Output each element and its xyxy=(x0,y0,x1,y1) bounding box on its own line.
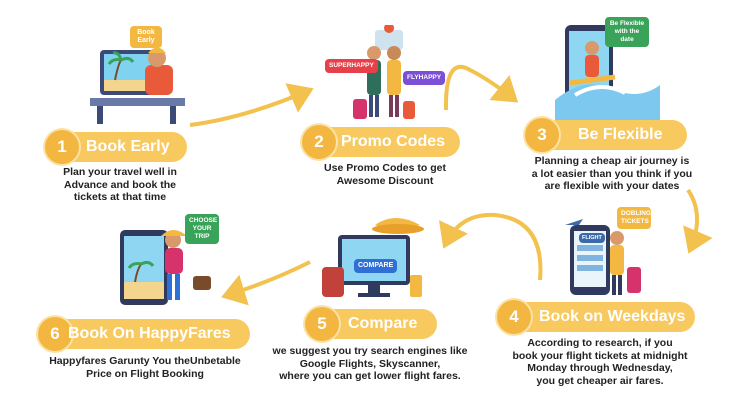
step-1-title: Book Early xyxy=(86,138,170,155)
step-5-title: Compare xyxy=(348,315,418,332)
arrow-5-to-6 xyxy=(221,260,311,306)
weekday-screen-label: FLIGHT xyxy=(579,233,605,243)
step-2-number: 2 xyxy=(302,125,336,159)
step-4-title: Book on Weekdays xyxy=(539,308,686,325)
illustration-happyfares: CHOOSE YOUR TRIP xyxy=(115,210,225,310)
illustration-book-weekdays: FLIGHT DOBLING TICKETS xyxy=(555,205,660,300)
arrow-1-to-2 xyxy=(189,83,314,127)
step-1-number: 1 xyxy=(45,130,79,164)
step-2-title: Promo Codes xyxy=(341,133,446,150)
step-6-description: Happyfares Garunty You theUnbetable Pric… xyxy=(49,355,241,380)
arrow-3-to-4 xyxy=(683,188,713,254)
step-6-number: 6 xyxy=(38,317,72,351)
happyfares-bubble: CHOOSE YOUR TRIP xyxy=(185,214,219,244)
weekday-bubble: DOBLING TICKETS xyxy=(617,207,651,229)
step-4-description: According to research, if you book your … xyxy=(512,337,688,387)
arrow-4-to-5 xyxy=(439,212,543,281)
arrow-2-to-3 xyxy=(443,64,519,111)
step-2-pill xyxy=(312,127,460,157)
step-5-number: 5 xyxy=(305,307,339,341)
illustration-promo-codes: SUPERHAPPY FLYHAPPY xyxy=(325,23,446,125)
book-early-bubble: Book Early xyxy=(130,26,162,48)
step-3-title: Be Flexible xyxy=(578,126,663,143)
step-3-pill xyxy=(535,120,687,150)
illustration-be-flexible: Be Flexible with the date xyxy=(555,15,665,120)
promo-tag-flyhappy: FLYHAPPY xyxy=(403,71,446,85)
step-6-pill xyxy=(48,319,250,349)
illustration-compare: COMPARE xyxy=(320,215,440,305)
step-3-number: 3 xyxy=(525,118,559,152)
illustration-book-early: Book Early xyxy=(85,20,195,125)
step-5-description: we suggest you try search engines like G… xyxy=(272,345,468,382)
step-4-number: 4 xyxy=(497,300,531,334)
step-1-description: Plan your travel well in Advance and boo… xyxy=(63,166,177,203)
step-3-description: Planning a cheap air journey is a lot ea… xyxy=(531,155,693,192)
promo-tag-superhappy: SUPERHAPPY xyxy=(325,59,378,73)
step-6-title: Book On HappyFares xyxy=(68,325,231,342)
compare-screen-label: COMPARE xyxy=(354,259,398,273)
step-2-description: Use Promo Codes to get Awesome Discount xyxy=(324,162,446,187)
step-4-pill xyxy=(507,302,695,332)
be-flexible-bubble: Be Flexible with the date xyxy=(605,17,649,47)
